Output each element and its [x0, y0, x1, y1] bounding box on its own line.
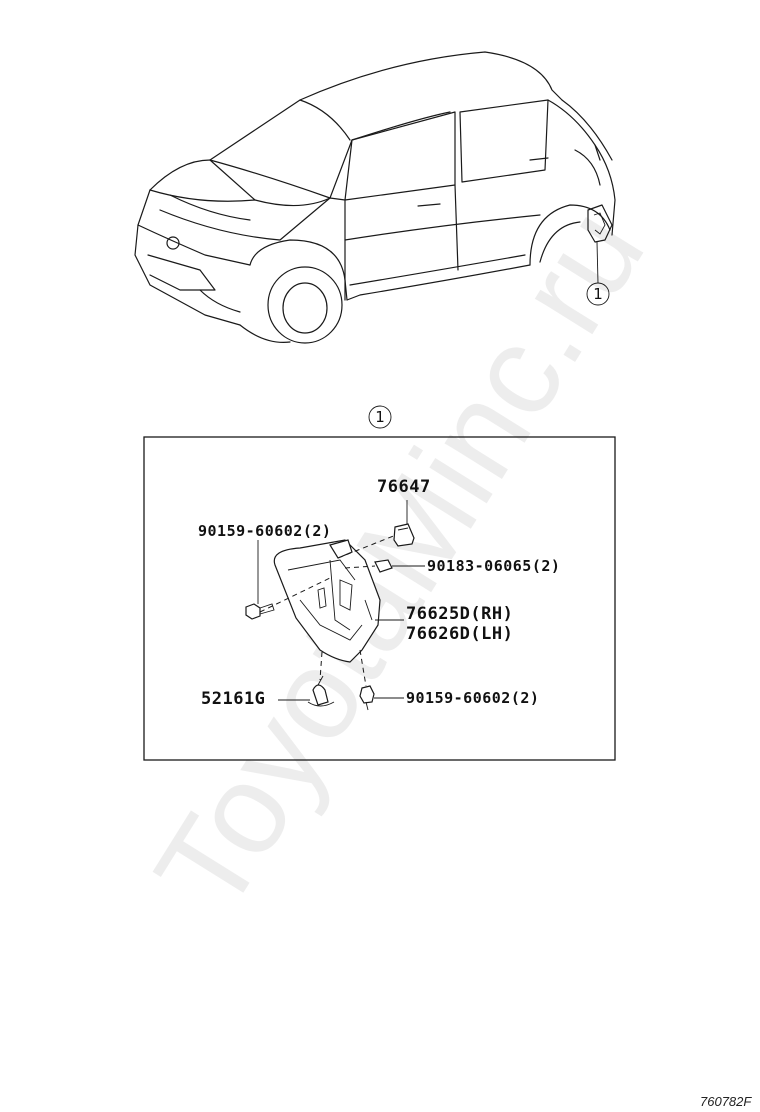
- label-mudguard-lh[interactable]: 76626D(LH): [406, 624, 514, 644]
- detail-box: [143, 436, 616, 761]
- part-52161g-clip: [307, 675, 335, 707]
- label-bolt-bottom[interactable]: 90159-60602(2): [406, 689, 540, 707]
- figure-code: 760782F: [700, 1094, 752, 1109]
- label-76647[interactable]: 76647: [377, 477, 431, 497]
- car-illustration: [134, 51, 616, 344]
- label-mudguard-rh[interactable]: 76625D(RH): [406, 604, 514, 624]
- label-bolt-top[interactable]: 90159-60602(2): [198, 522, 332, 540]
- part-bolt-top: [245, 603, 275, 620]
- detail-callout-circle: [368, 405, 392, 429]
- detail-callout-number: 1: [375, 408, 385, 426]
- label-90183[interactable]: 90183-06065(2): [427, 557, 561, 575]
- assembly-dashed-lines: [259, 534, 397, 687]
- mudguard-part: [273, 539, 381, 663]
- label-52161g[interactable]: 52161G: [201, 689, 266, 709]
- car-callout-number: 1: [593, 285, 603, 303]
- car-callout-leader: [596, 241, 599, 284]
- part-76647: [393, 523, 415, 547]
- car-callout-circle: [586, 282, 610, 306]
- part-bolt-bottom: [359, 685, 375, 711]
- part-90183-nut: [374, 559, 393, 573]
